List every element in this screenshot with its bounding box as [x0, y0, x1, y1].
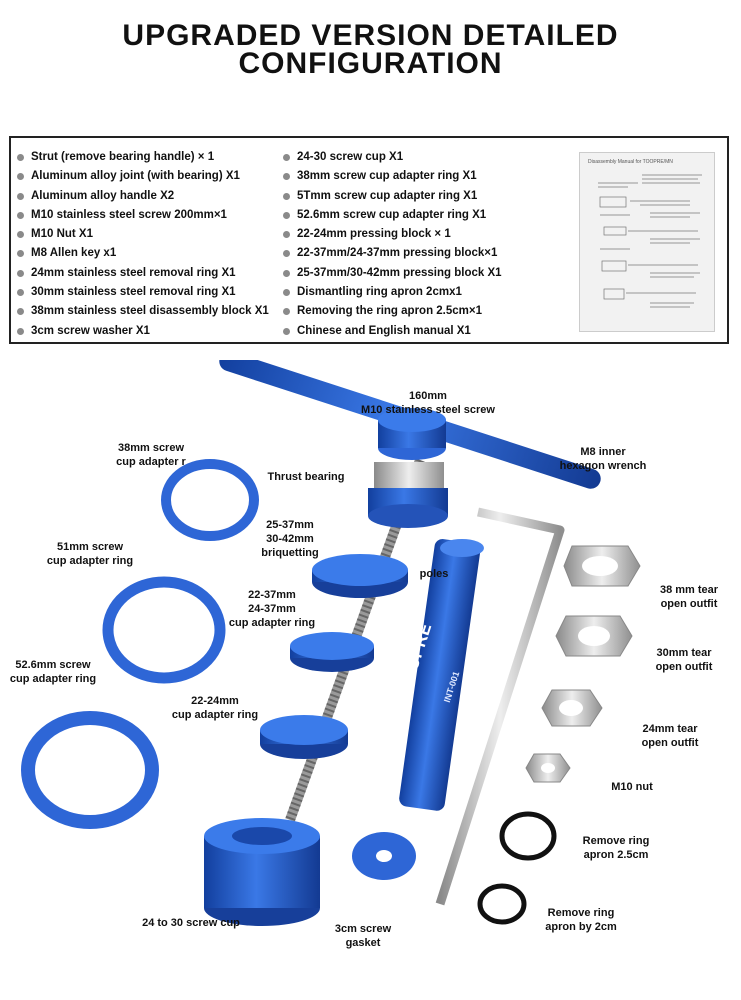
config-item: Strut (remove bearing handle) × 1: [17, 148, 269, 167]
manual-image: Disassembly Manual for TOOPRE/MN: [579, 152, 715, 332]
allen-key: [435, 507, 565, 906]
label-thrust-bearing: Thrust bearing: [267, 471, 345, 483]
config-item: 3cm screw washer X1: [17, 322, 269, 341]
manual-title: Disassembly Manual for TOOPRE/MN: [588, 159, 673, 165]
config-item: 22-24mm pressing block × 1: [283, 225, 502, 244]
config-item: 52.6mm screw cup adapter ring X1: [283, 206, 502, 225]
label-block-22-24: 22-24mm cup adapter ring: [171, 695, 259, 721]
config-item: Removing the ring apron 2.5cm×1: [283, 302, 502, 321]
strut-pole: [399, 539, 484, 811]
config-item: 38mm screw cup adapter ring X1: [283, 167, 502, 186]
pressing-block-22-37: [290, 632, 374, 672]
config-item: 38mm stainless steel disassembly block X…: [17, 302, 269, 321]
label-ring-51: 51mm screw cup adapter ring: [46, 541, 134, 567]
config-item: M8 Allen key x1: [17, 244, 269, 263]
aluminum-joint: [368, 408, 448, 528]
label-block-22-37: 22-37mm 24-37mm cup adapter ring: [228, 589, 316, 629]
label-screw: 160mm M10 stainless steel screw: [361, 390, 495, 416]
adapter-ring-51: [102, 576, 226, 684]
page-title: UPGRADED VERSION DETAILED CONFIGURATION: [0, 19, 741, 80]
config-item: 24mm stainless steel removal ring X1: [17, 264, 269, 283]
adapter-ring-52-6: [21, 711, 159, 829]
label-tear-38: 38 mm tear open outfit: [659, 584, 719, 610]
apron-ring-2: [477, 883, 527, 925]
config-list-left: Strut (remove bearing handle) × 1 Alumin…: [17, 148, 269, 341]
config-item: Chinese and English manual X1: [283, 322, 502, 341]
configuration-list-box: Strut (remove bearing handle) × 1 Alumin…: [9, 136, 729, 344]
config-item: Aluminum alloy handle X2: [17, 187, 269, 206]
label-gasket: 3cm screw gasket: [334, 923, 392, 949]
label-m10-nut: M10 nut: [611, 781, 653, 793]
tear-ring-24: [541, 689, 603, 727]
tool-kit-illustration: [21, 360, 641, 926]
label-tear-24: 24mm tear open outfit: [641, 723, 699, 749]
title-line-2: CONFIGURATION: [238, 47, 503, 80]
label-block-25-37: 25-37mm 30-42mm briquetting: [261, 519, 319, 559]
config-item: 5Tmm screw cup adapter ring X1: [283, 187, 502, 206]
title-line-1: UPGRADED VERSION DETAILED: [122, 19, 619, 52]
label-apron-2: Remove ring apron by 2cm: [545, 907, 617, 933]
tear-ring-30: [555, 615, 633, 657]
tear-ring-38: [563, 545, 641, 587]
screw-gasket: [352, 832, 416, 880]
apron-ring-2-5: [499, 811, 557, 861]
config-item: 30mm stainless steel removal ring X1: [17, 283, 269, 302]
pressing-block-22-24: [260, 715, 348, 759]
screw-cup-24-30: [204, 818, 320, 926]
config-item: Aluminum alloy joint (with bearing) X1: [17, 167, 269, 186]
label-wrench: M8 inner hexagon wrench: [559, 446, 647, 472]
adapter-ring-38: [161, 459, 259, 541]
label-ring-52-6: 52.6mm screw cup adapter ring: [9, 659, 97, 685]
config-item: 22-37mm/24-37mm pressing block×1: [283, 244, 502, 263]
manual-illustration: [598, 174, 702, 308]
config-item: 25-37mm/30-42mm pressing block X1: [283, 264, 502, 283]
config-list-right: 24-30 screw cup X1 38mm screw cup adapte…: [283, 148, 502, 341]
config-item: M10 Nut X1: [17, 225, 269, 244]
m10-nut: [525, 753, 571, 783]
label-screw-cup: 24 to 30 screw cup: [142, 917, 240, 929]
label-apron-2-5: Remove ring apron 2.5cm: [582, 835, 650, 861]
pressing-block-25-37: [312, 554, 408, 598]
config-item: 24-30 screw cup X1: [283, 148, 502, 167]
config-item: Dismantling ring apron 2cmx1: [283, 283, 502, 302]
label-tear-30: 30mm tear open outfit: [655, 647, 713, 673]
config-item: M10 stainless steel screw 200mm×1: [17, 206, 269, 225]
label-ring-38: 38mm screw cup adapter r: [116, 442, 186, 468]
label-poles: poles: [419, 568, 449, 580]
